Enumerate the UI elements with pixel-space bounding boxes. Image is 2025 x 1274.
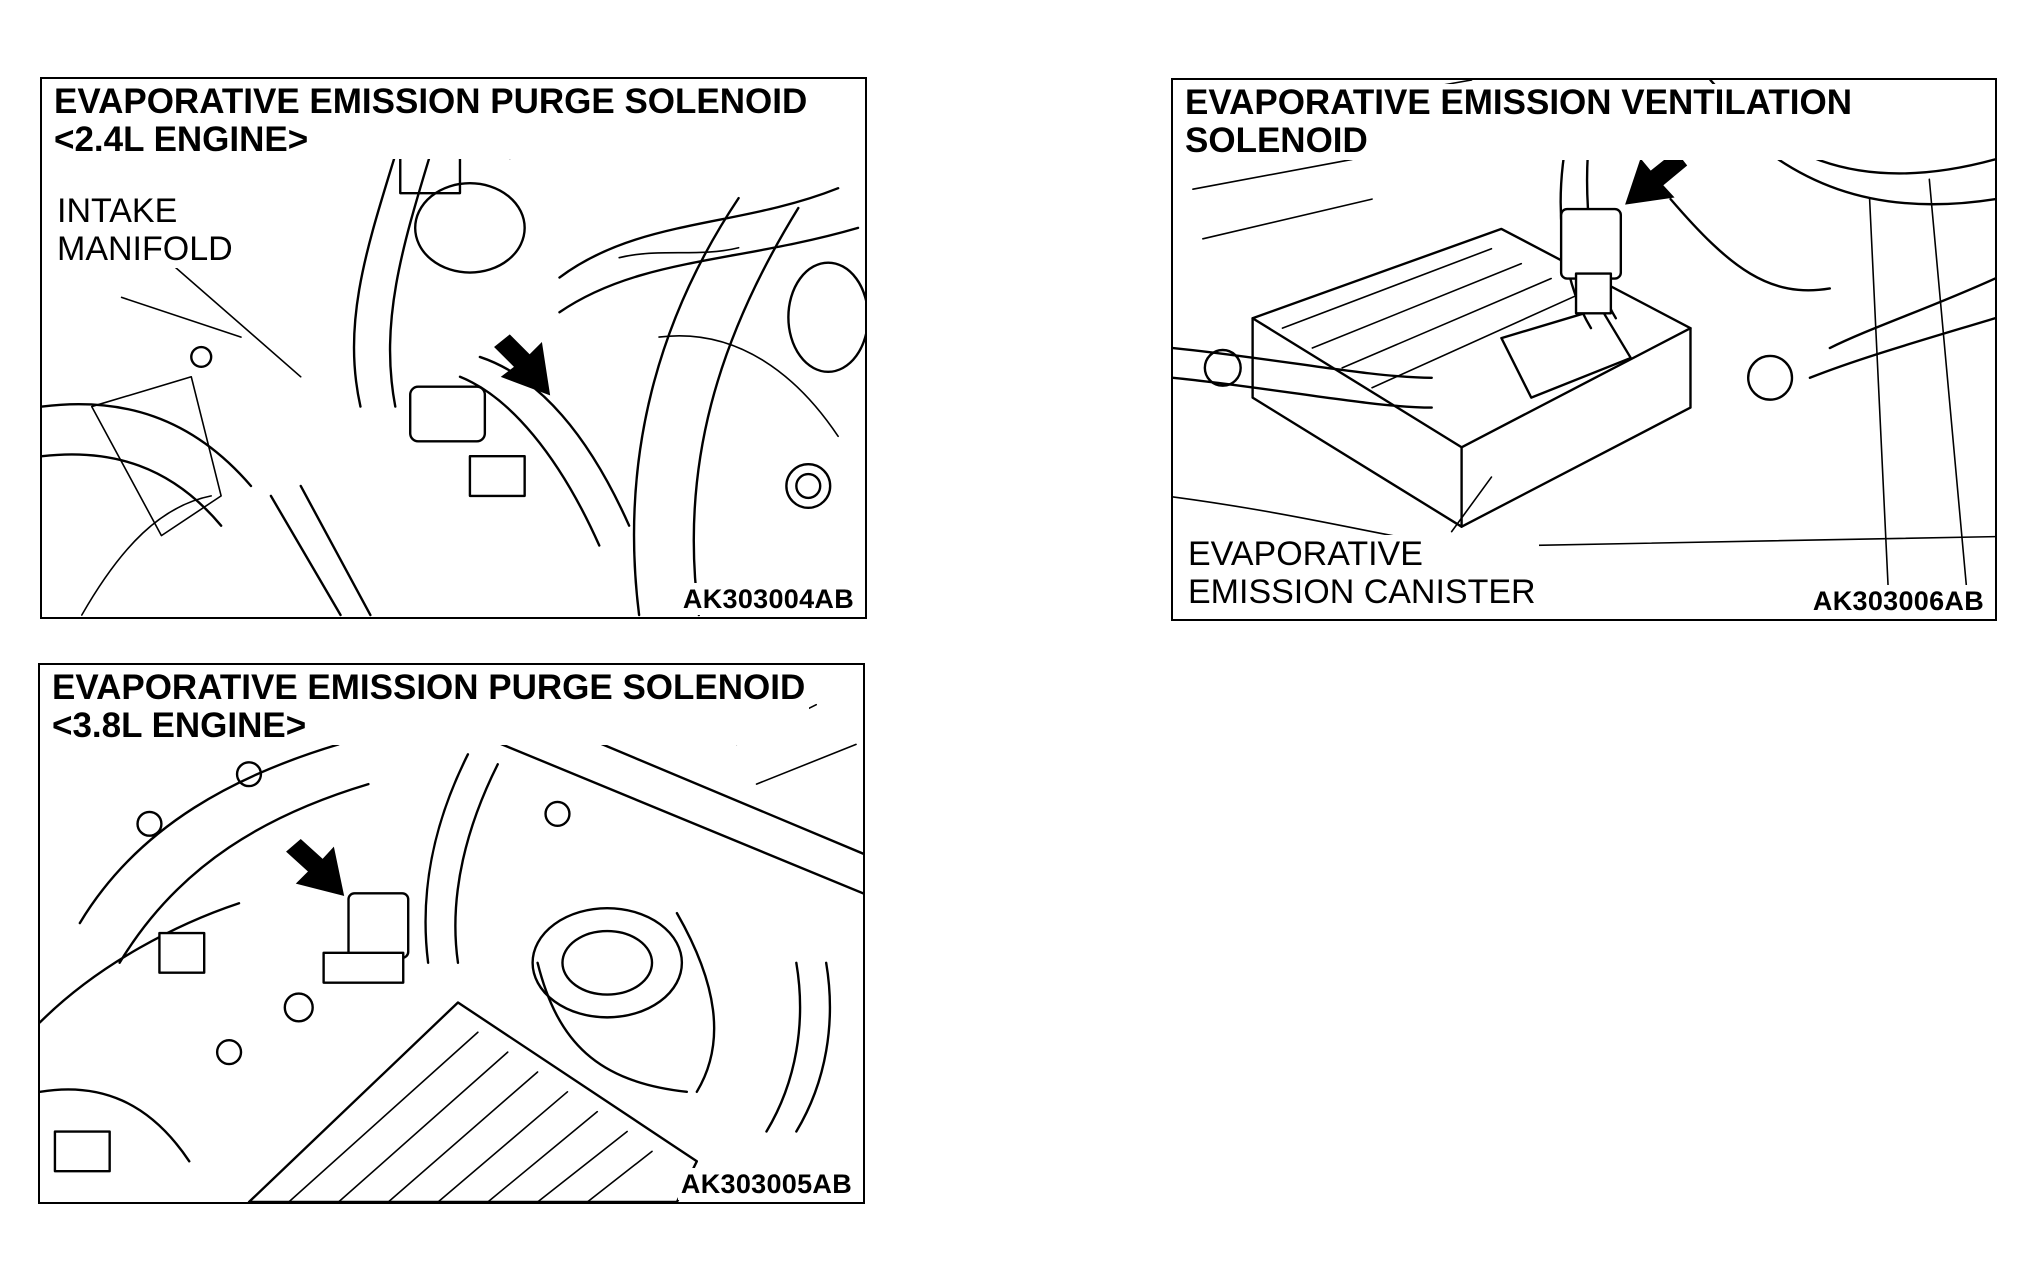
figure-code: AK303006AB xyxy=(1809,585,1987,617)
arrow-pointer-icon xyxy=(494,334,551,396)
figure-code: AK303004AB xyxy=(679,583,857,615)
panel-title: EVAPORATIVE EMISSION PURGE SOLENOID <2.4… xyxy=(52,83,812,159)
evaporative-emission-canister-label: EVAPORATIVE EMISSION CANISTER xyxy=(1185,535,1539,611)
ventilation-solenoid-panel: EVAPORATIVE EMISSION VENTILATION SOLENOI… xyxy=(1171,78,1997,621)
arrow-pointer-icon xyxy=(286,839,345,896)
intake-manifold-label: INTAKE MANIFOLD xyxy=(54,192,236,268)
panel-title: EVAPORATIVE EMISSION PURGE SOLENOID <3.8… xyxy=(50,669,810,745)
purge-solenoid-2-4l-panel: EVAPORATIVE EMISSION PURGE SOLENOID <2.4… xyxy=(40,77,867,619)
panel-title: EVAPORATIVE EMISSION VENTILATION SOLENOI… xyxy=(1183,84,1856,160)
purge-solenoid-3-8l-panel: EVAPORATIVE EMISSION PURGE SOLENOID <3.8… xyxy=(38,663,865,1204)
engine-bay-illustration-3-8l xyxy=(40,703,863,1202)
engine-bay-illustration-2-4l xyxy=(42,117,865,617)
figure-code: AK303005AB xyxy=(677,1168,855,1200)
